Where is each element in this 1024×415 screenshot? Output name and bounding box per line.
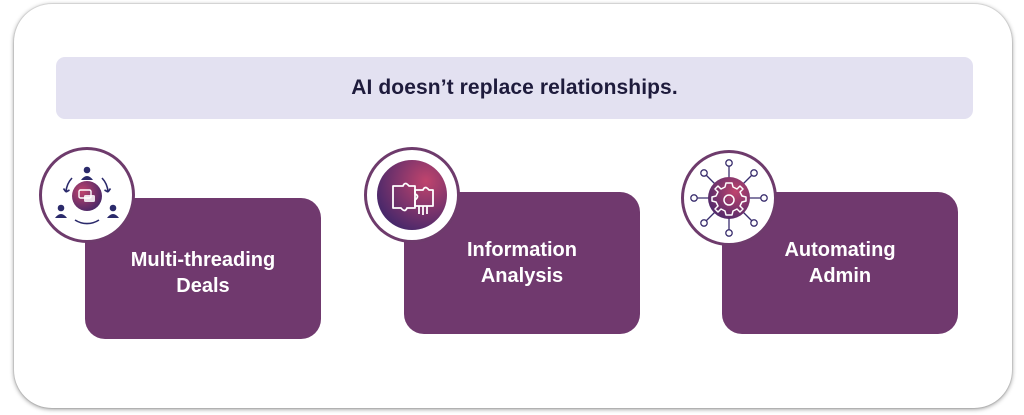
card-label-line-1: Information — [466, 239, 577, 261]
card-information-analysis: Information Analysis — [404, 192, 640, 334]
card-label-line-2: Deals — [176, 274, 230, 297]
card-label: Automating Admin — [746, 237, 935, 289]
slide-frame: AI doesn’t replace relationships. Multi-… — [14, 4, 1012, 408]
card-label: Information Analysis — [428, 237, 617, 289]
gear-network-icon — [681, 150, 777, 246]
card-label-line-2: Analysis — [480, 265, 564, 287]
headline-text: AI doesn’t replace relationships. — [351, 76, 678, 99]
people-cycle-icon — [39, 147, 135, 243]
card-label-line-1: Multi-threading — [130, 248, 276, 271]
card-label-line-2: Admin — [808, 265, 872, 287]
puzzle-hands-icon — [364, 147, 460, 243]
card-label: Multi-threading Deals — [109, 247, 298, 299]
card-label-line-1: Automating — [784, 239, 896, 261]
headline-banner: AI doesn’t replace relationships. — [56, 57, 973, 119]
